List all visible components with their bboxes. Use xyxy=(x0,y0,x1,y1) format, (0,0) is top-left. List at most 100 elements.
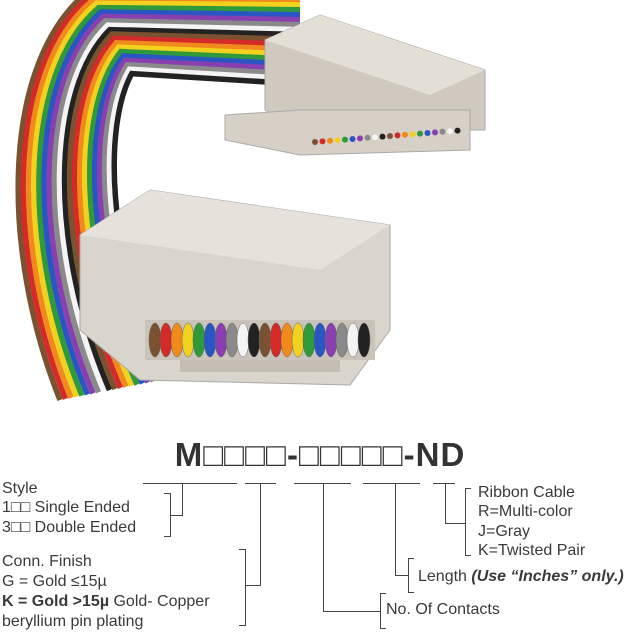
leader-line xyxy=(245,585,260,586)
style-double-ended: 3□□ Double Ended xyxy=(2,519,137,536)
bracket-tick xyxy=(164,536,171,537)
wire-end xyxy=(324,322,338,358)
wire-end xyxy=(394,132,401,139)
wire-end xyxy=(291,322,305,358)
wire-end xyxy=(159,322,173,358)
bracket xyxy=(170,493,171,536)
wire-end xyxy=(357,322,371,358)
wire-end xyxy=(357,135,363,142)
leader-line xyxy=(445,483,446,523)
wire-end xyxy=(424,130,431,136)
bracket xyxy=(465,488,466,555)
wire xyxy=(51,18,301,394)
wire-end xyxy=(327,137,333,144)
part-number-template: M□□□□-□□□□□-ND xyxy=(0,436,640,474)
finish-k-bold: K = Gold >15µ xyxy=(2,593,110,610)
bracket-tick xyxy=(465,488,471,489)
wire xyxy=(36,4,301,397)
ribbon-k: K=Twisted Pair xyxy=(478,542,586,559)
bracket-tick xyxy=(408,558,414,559)
bracket xyxy=(408,558,409,592)
ribbon-j: J=Gray xyxy=(478,523,531,540)
leader-line xyxy=(395,483,396,575)
ribbon-cable-assembly-illustration xyxy=(15,0,486,402)
leader-line xyxy=(395,575,408,576)
wire-end xyxy=(313,322,327,358)
bracket-tick xyxy=(380,628,386,629)
wire xyxy=(25,0,300,399)
pn-suffix: -ND xyxy=(403,436,466,473)
leader-line xyxy=(323,483,324,611)
wire-end xyxy=(192,322,206,358)
bracket xyxy=(245,549,246,625)
style-single-ended: 1□□ Single Ended xyxy=(2,499,130,516)
wire-end xyxy=(258,322,272,358)
wire-end xyxy=(319,138,326,145)
style-title: Style xyxy=(2,480,38,497)
wire xyxy=(41,9,301,396)
wire-end xyxy=(225,322,239,358)
wire-end xyxy=(214,322,228,358)
wire-end xyxy=(203,322,217,358)
bracket-tick xyxy=(380,593,386,594)
bracket-tick xyxy=(465,555,471,556)
wire-end xyxy=(269,322,283,358)
wire-end xyxy=(280,322,294,358)
wire-end xyxy=(372,134,378,141)
wire-end xyxy=(342,136,348,143)
wire-end xyxy=(364,134,371,141)
wire-end xyxy=(454,127,461,134)
contacts-label: No. Of Contacts xyxy=(386,601,500,618)
length-text: Length xyxy=(418,568,472,585)
wire-end xyxy=(432,129,438,136)
finish-k-line2: beryllium pin plating xyxy=(2,613,144,630)
wire-end xyxy=(334,137,341,144)
ribbon-r: R=Multi-color xyxy=(478,503,573,520)
wire-end xyxy=(302,322,316,358)
wire-end xyxy=(247,322,261,358)
finish-k: K = Gold >15µ Gold- Copper xyxy=(2,593,210,611)
leader-line xyxy=(170,515,183,516)
wire-end xyxy=(349,136,356,142)
underline xyxy=(433,483,455,484)
wire-end xyxy=(402,131,408,138)
bracket-tick xyxy=(239,625,246,626)
wire-end xyxy=(335,322,349,358)
wire-end xyxy=(346,322,360,358)
wire-end xyxy=(409,131,416,138)
wire-end xyxy=(387,133,393,139)
wire xyxy=(20,0,91,400)
pn-boxes-b: □□□□□ xyxy=(298,436,404,473)
wire-end xyxy=(148,322,162,358)
wire-end xyxy=(236,322,250,358)
underline xyxy=(363,483,420,484)
pn-dash: - xyxy=(286,436,299,473)
wire xyxy=(31,0,301,398)
pn-prefix: M xyxy=(174,436,204,473)
wire xyxy=(15,0,83,402)
leader-line xyxy=(182,483,183,516)
wire-end xyxy=(417,130,423,137)
leader-line xyxy=(323,611,380,612)
leader-line xyxy=(260,483,261,586)
wire xyxy=(46,13,301,395)
length-label: Length (Use “Inches” only.) xyxy=(418,568,624,586)
wire-end xyxy=(312,139,318,145)
bracket xyxy=(380,593,381,628)
wire-end xyxy=(447,128,453,135)
wire-end xyxy=(379,133,386,140)
wire-end xyxy=(170,322,184,358)
bracket-tick xyxy=(239,549,245,550)
leader-line xyxy=(445,523,465,524)
bracket-tick xyxy=(408,592,414,593)
left-connector xyxy=(79,189,391,386)
finish-title: Conn. Finish xyxy=(2,553,92,570)
bracket-tick xyxy=(164,493,170,494)
right-connector xyxy=(224,14,486,156)
finish-g: G = Gold ≤15µ xyxy=(2,573,107,590)
wire-end xyxy=(181,322,195,358)
underline xyxy=(294,483,351,484)
underline xyxy=(143,483,237,484)
pn-boxes-a: □□□□ xyxy=(203,436,287,473)
